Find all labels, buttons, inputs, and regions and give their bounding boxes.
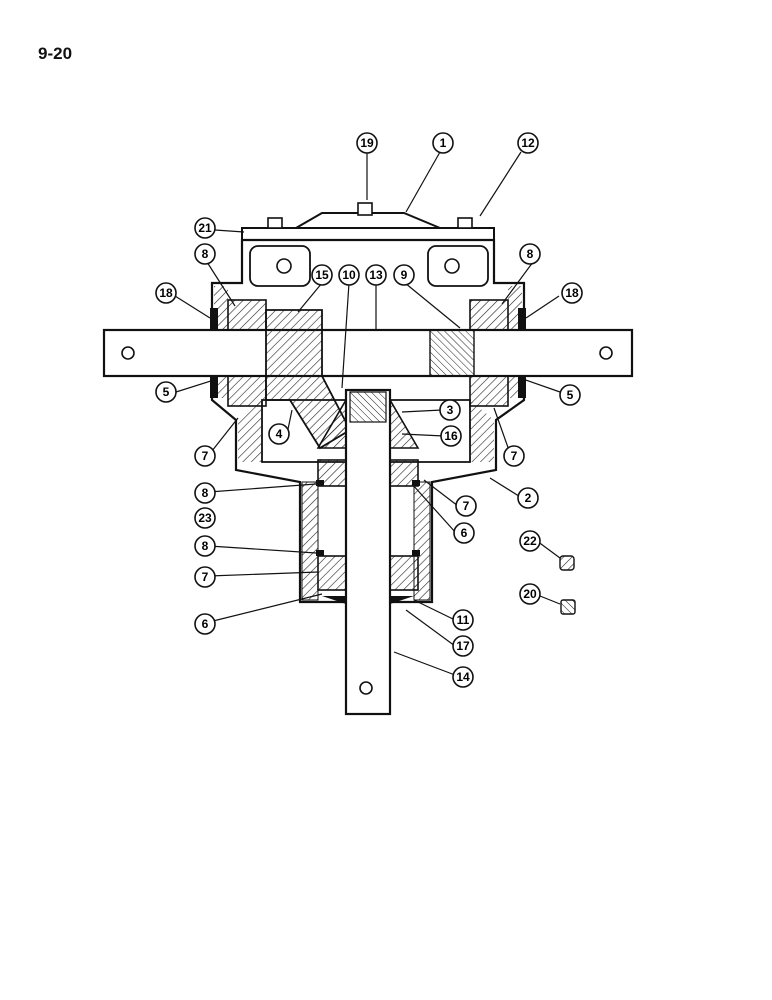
callout-circle (194, 613, 216, 635)
callout-circle (452, 666, 474, 688)
callout-circle (194, 507, 216, 529)
callout-circle (356, 132, 378, 154)
callout-label: 13 (369, 268, 383, 282)
callout-label: 4 (276, 427, 283, 441)
callout-label: 8 (527, 247, 534, 261)
callout-label: 17 (456, 639, 470, 653)
callout-label: 18 (565, 286, 579, 300)
callout-circle (194, 445, 216, 467)
callout-label: 10 (342, 268, 356, 282)
callout-label: 14 (456, 670, 470, 684)
output-shaft-bearings (316, 459, 420, 604)
callout-label: 8 (202, 539, 209, 553)
callout-circle (517, 132, 539, 154)
callout-label: 12 (521, 136, 535, 150)
callout-circle (338, 264, 360, 286)
top-cover (241, 202, 495, 241)
callout-label: 6 (461, 526, 468, 540)
callout-group: 19 1 12 21 8 8 18 15 10 13 9 18 5 5 4 3 16 7 7 2 8 23 7 6 22 8 7 20… (155, 132, 583, 688)
callout-circle (194, 566, 216, 588)
callout-label: 3 (447, 403, 454, 417)
callout-circle (155, 381, 177, 403)
callout-label: 7 (202, 449, 209, 463)
callout-circle (519, 243, 541, 265)
callout-label: 8 (202, 486, 209, 500)
callout-circle (517, 487, 539, 509)
callout-label: 15 (315, 268, 329, 282)
cross-shaft (102, 328, 634, 378)
page-number: 9-20 (38, 44, 73, 63)
callout-label: 2 (525, 491, 532, 505)
callout-circle (453, 522, 475, 544)
callout-circle (194, 243, 216, 265)
callout-circle (439, 399, 461, 421)
callout-label: 7 (202, 570, 209, 584)
callout-circle (452, 635, 474, 657)
callout-label: 6 (202, 617, 209, 631)
callout-circle (455, 495, 477, 517)
callout-circle (432, 132, 454, 154)
callout-label: 19 (360, 136, 374, 150)
callout-circle (194, 535, 216, 557)
output-shaft (316, 388, 420, 716)
leader-lines (174, 151, 561, 676)
callout-label: 20 (523, 587, 537, 601)
callout-label: 21 (198, 221, 212, 235)
callout-label: 16 (444, 429, 458, 443)
callout-label: 22 (523, 534, 537, 548)
callout-label: 1 (440, 136, 447, 150)
callout-label: 18 (159, 286, 173, 300)
callout-label: 7 (511, 449, 518, 463)
callout-circle (311, 264, 333, 286)
callout-label: 5 (163, 385, 170, 399)
callout-circle (155, 282, 177, 304)
callout-label: 11 (457, 613, 470, 627)
callout-circle (559, 384, 581, 406)
callout-label: 7 (463, 499, 470, 513)
grease-fitting (559, 555, 575, 571)
callout-circle (452, 609, 474, 631)
callout-circle (194, 482, 216, 504)
callout-circle (365, 264, 387, 286)
callout-label: 8 (202, 247, 209, 261)
callout-circle (393, 264, 415, 286)
callout-circle (519, 583, 541, 605)
callout-label: 5 (567, 388, 574, 402)
plug (560, 599, 576, 615)
callout-circle (194, 217, 216, 239)
callout-circle (503, 445, 525, 467)
callout-circle (519, 530, 541, 552)
callout-label: 9 (401, 268, 408, 282)
callout-circle (440, 425, 462, 447)
callout-label: 23 (198, 511, 212, 525)
callout-circle (268, 423, 290, 445)
callout-circle (561, 282, 583, 304)
